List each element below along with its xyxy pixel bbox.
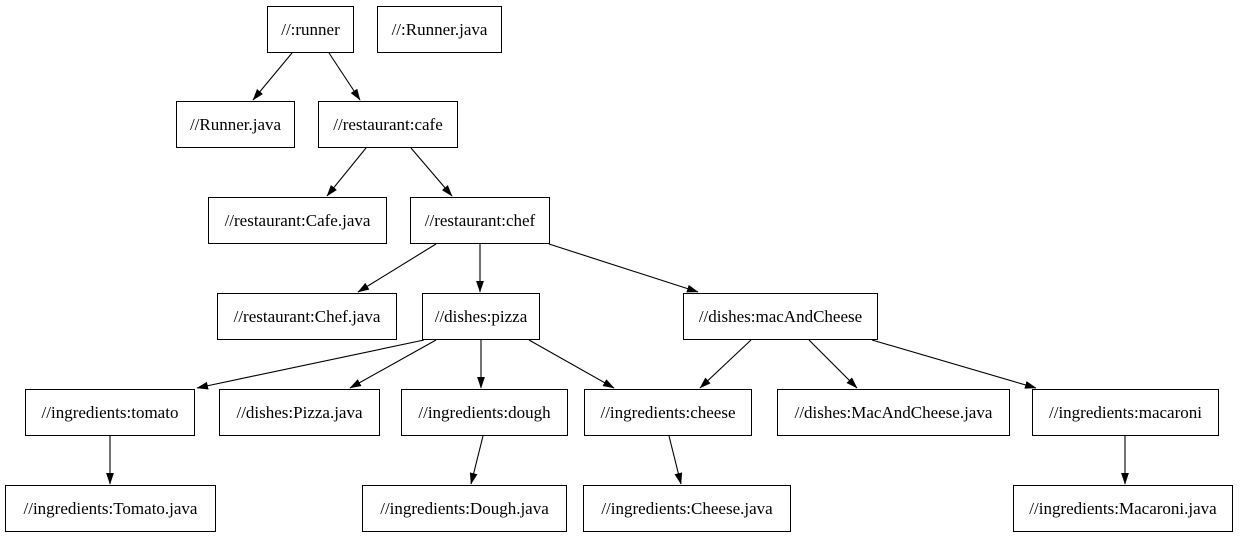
edge-pizza-to-pizza-java [349,339,437,389]
node-label: //ingredients:Macaroni.java [1029,499,1217,518]
node-label: //restaurant:chef [424,211,536,230]
node-pizza-java: //dishes:Pizza.java [219,389,380,436]
node-cafe-java: //restaurant:Cafe.java [208,197,387,244]
edge-runner-to-runner-java [252,52,293,101]
node-chef-java: //restaurant:Chef.java [217,293,397,340]
node-label: //:Runner.java [391,20,488,39]
node-pizza: //dishes:pizza [422,293,540,340]
node-chef: //restaurant:chef [410,197,550,244]
edge-cafe-to-chef [410,147,453,197]
edge-cheese-to-cheese-java [668,435,683,485]
edge-pizza-to-cheese [528,339,615,389]
node-label: //ingredients:cheese [600,403,736,422]
node-tomato: //ingredients:tomato [25,389,195,436]
node-macaroni-java: //ingredients:Macaroni.java [1013,485,1233,532]
node-mac-and-cheese: //dishes:macAndCheese [683,293,878,340]
node-label: //restaurant:Cafe.java [224,211,371,230]
edge-chef-to-mac-and-cheese [548,243,699,293]
edge-mac-and-cheese-to-macaroni [871,339,1037,389]
node-cafe: //restaurant:cafe [318,101,458,148]
node-dough-java: //ingredients:Dough.java [362,485,567,532]
node-runner-java: //Runner.java [176,101,295,148]
edge-pizza-to-tomato [196,339,425,390]
node-label: //ingredients:Cheese.java [601,499,773,518]
node-macaroni: //ingredients:macaroni [1032,389,1219,436]
node-label: //restaurant:cafe [333,115,443,134]
node-label: //dishes:MacAndCheese.java [794,403,993,422]
node-label: //dishes:macAndCheese [698,307,863,326]
node-tomato-java: //ingredients:Tomato.java [5,485,216,532]
edge-cafe-to-cafe-java [326,147,367,197]
node-cheese-java: //ingredients:Cheese.java [583,485,791,532]
edge-mac-and-cheese-to-cheese [699,339,752,389]
node-label: //ingredients:Dough.java [380,499,549,518]
node-dough: //ingredients:dough [401,389,568,436]
edge-chef-to-chef-java [357,243,437,293]
node-cheese: //ingredients:cheese [584,389,752,436]
node-label: //ingredients:macaroni [1049,403,1202,422]
edge-mac-and-cheese-to-mac-and-cheese-java [808,339,858,389]
node-label: //:runner [281,20,340,39]
edge-runner-to-cafe [328,52,361,101]
node-label: //ingredients:Tomato.java [23,499,198,518]
node-label: //dishes:Pizza.java [236,403,363,422]
node-label: //restaurant:Chef.java [233,307,381,326]
node-label: //Runner.java [189,115,282,134]
node-runner-java-src: //:Runner.java [377,6,502,53]
edge-dough-to-dough-java [469,435,484,485]
node-runner: //:runner [267,6,354,53]
node-label: //dishes:pizza [434,307,528,326]
node-mac-and-cheese-java: //dishes:MacAndCheese.java [777,389,1010,436]
node-label: //ingredients:tomato [41,403,179,422]
node-label: //ingredients:dough [418,403,551,422]
